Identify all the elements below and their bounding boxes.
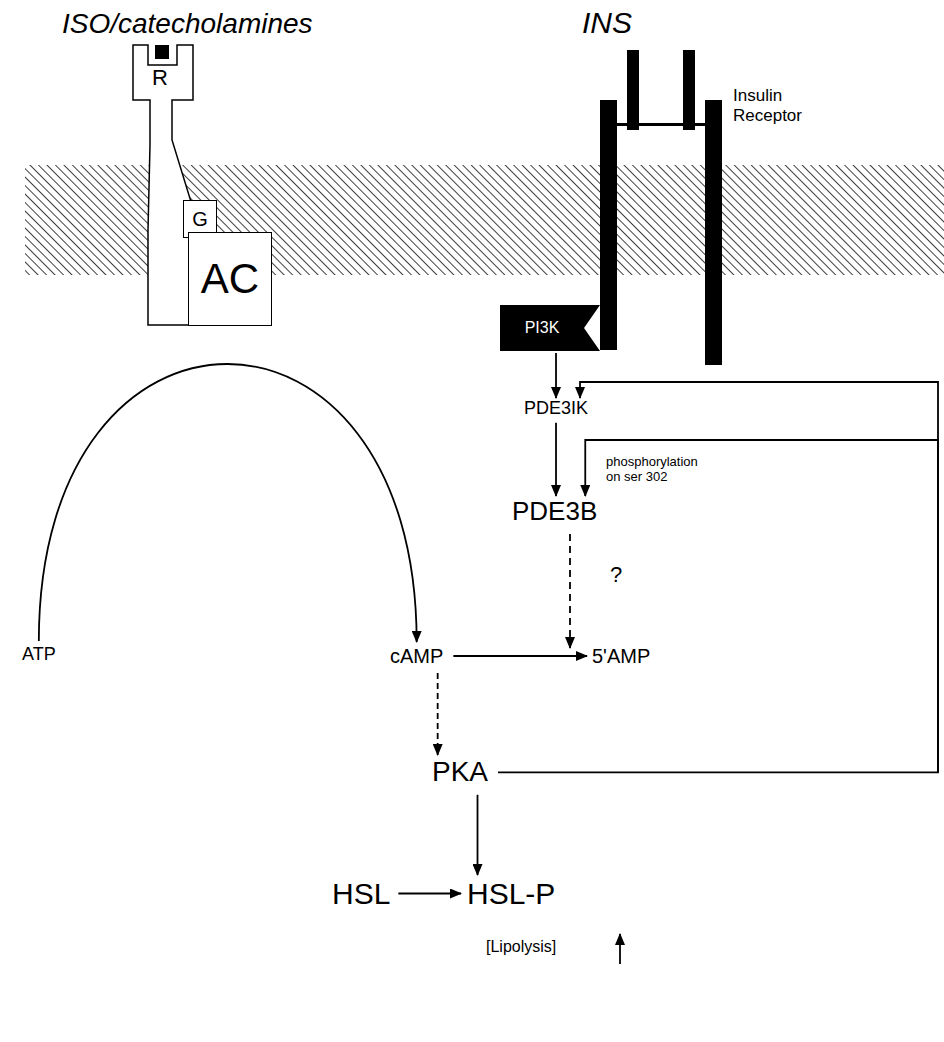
node-text: HSL [332, 877, 390, 910]
insulin-receptor-bar [600, 100, 617, 350]
node-text: PDE3B [512, 496, 597, 526]
ligand-square [155, 45, 169, 59]
pathway-arrow [555, 423, 557, 496]
node-text: PI3K [525, 319, 560, 337]
pathway-arrow [453, 655, 587, 657]
insulin-receptor-bar [705, 100, 722, 365]
phosphodiesterase-node: PDE3B [510, 496, 599, 527]
enzyme-node: HSL [330, 876, 392, 911]
pathway-arrow [498, 382, 938, 772]
enzyme-node: HSL-P [465, 876, 557, 911]
pathway-arrow [555, 353, 557, 398]
node-text: cAMP [390, 645, 443, 667]
metabolite-node: cAMP [388, 644, 445, 668]
metabolite-node: ATP [20, 644, 58, 666]
node-text: HSL-P [467, 877, 555, 910]
receptor-name: Insulin Receptor [733, 86, 815, 125]
node-text: R [152, 66, 168, 90]
ligand-label: INS [582, 6, 632, 41]
node-text: ATP [22, 644, 56, 664]
metabolite-node: 5'AMP [590, 644, 652, 668]
pathway-arrow [437, 673, 439, 755]
kinase-node: PDE3IK [522, 398, 590, 420]
node-text: PDE3IK [524, 398, 588, 418]
insulin-receptor-tab [683, 50, 695, 130]
node-text: PKA [432, 756, 488, 787]
pi3k-box: PI3K [500, 305, 600, 351]
pathway-arrow [477, 795, 479, 875]
adenylyl-cyclase-box: AC [188, 232, 272, 326]
receptor-shape [133, 45, 193, 325]
pathway-arrow [585, 440, 938, 772]
pathway-arrow [39, 364, 417, 642]
unknown-step-arrow [569, 534, 571, 648]
outcome-label: [Lipolysis] [486, 938, 556, 956]
node-text: G [192, 208, 208, 230]
kinase-node: PKA [430, 756, 490, 789]
insulin-receptor-tab [627, 50, 639, 130]
node-text: 5'AMP [592, 645, 650, 667]
ligand-label: ISO/catecholamines [62, 8, 313, 40]
unknown-mark: ? [610, 562, 622, 587]
node-text: AC [201, 256, 259, 302]
annotation: phosphorylation on ser 302 [606, 455, 706, 485]
receptor-label: R [138, 60, 182, 96]
pathway-arrow [398, 893, 461, 895]
increase-arrow [619, 934, 621, 964]
